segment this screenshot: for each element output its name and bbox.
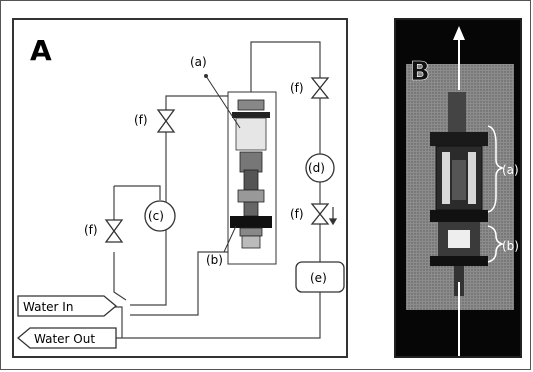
label-a: (a) bbox=[190, 55, 207, 69]
water-in-label: Water In bbox=[23, 300, 73, 314]
valve-upper-right bbox=[312, 78, 328, 98]
photo-label-b: (b) bbox=[502, 239, 519, 253]
label-f-upper-right: (f) bbox=[290, 81, 304, 95]
panel-b-title: B bbox=[410, 57, 430, 87]
pipe-top bbox=[251, 42, 320, 92]
water-out-label: Water Out bbox=[34, 332, 95, 346]
label-f-lower-left: (f) bbox=[84, 223, 98, 237]
label-c: (c) bbox=[148, 209, 164, 223]
photo-label-a: (a) bbox=[502, 163, 519, 177]
water-out-arrow: Water Out bbox=[18, 328, 116, 348]
label-b: (b) bbox=[206, 253, 223, 267]
pipe-to-c bbox=[114, 186, 160, 200]
label-f-upper-left: (f) bbox=[134, 113, 148, 127]
valve-lower-right bbox=[312, 204, 336, 224]
panel-a: Water In Water Out A (a) (f) (f) (d) (c)… bbox=[12, 18, 348, 358]
pipe-f-lower-bottom bbox=[114, 252, 126, 300]
label-d: (d) bbox=[308, 161, 325, 175]
panel-b: B (a) (b) bbox=[394, 18, 522, 358]
flow-schematic: Water In Water Out A (a) (f) (f) (d) (c)… bbox=[14, 20, 350, 360]
test-cell bbox=[228, 92, 276, 264]
label-f-lower-right: (f) bbox=[290, 207, 304, 221]
water-in-arrow: Water In bbox=[18, 296, 116, 316]
valve-lower-left bbox=[106, 220, 122, 242]
cell-photo: B (a) (b) bbox=[396, 20, 522, 358]
valve-upper-left bbox=[158, 110, 174, 132]
panel-a-title: A bbox=[30, 34, 52, 67]
label-e: (e) bbox=[310, 271, 327, 285]
